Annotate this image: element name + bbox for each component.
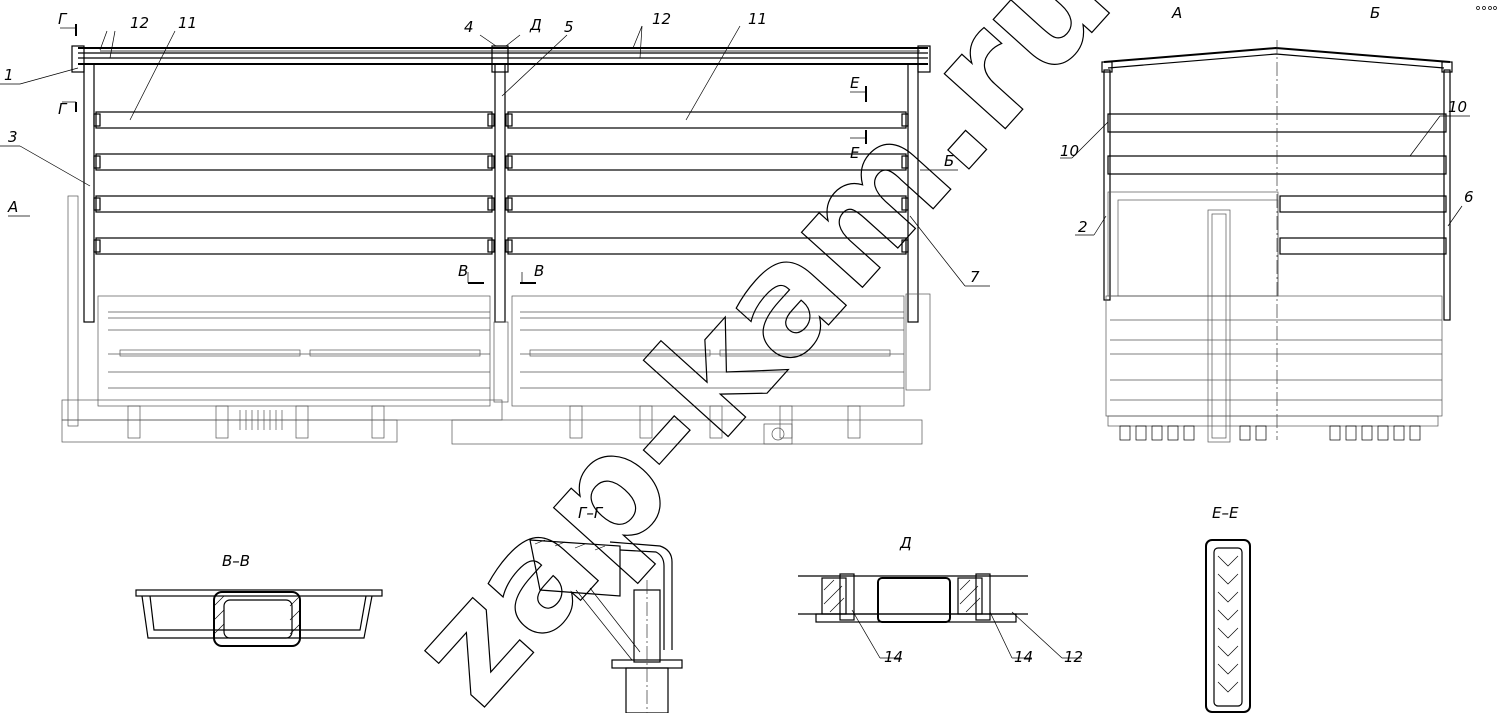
callout-11-right: 11 bbox=[748, 10, 767, 28]
mark-b-side: Б bbox=[944, 152, 954, 170]
callout-14-right: 14 bbox=[1014, 648, 1033, 666]
title-view-a: А bbox=[1171, 4, 1182, 22]
callout-11-left: 11 bbox=[178, 14, 197, 32]
mark-v-left: В bbox=[458, 262, 468, 280]
section-marks: Г Г Д Е Е Б А В В bbox=[7, 10, 954, 280]
title-view-b: Б bbox=[1370, 4, 1380, 22]
mark-a-side: А bbox=[7, 198, 18, 216]
callout-10-right: 10 bbox=[1448, 98, 1467, 116]
callout-14-left: 14 bbox=[884, 648, 903, 666]
callout-12-right: 12 bbox=[652, 10, 671, 28]
callout-3: 3 bbox=[8, 128, 18, 146]
mark-e-top: Е bbox=[850, 74, 860, 92]
section-e-e bbox=[1205, 539, 1251, 713]
callout-6: 6 bbox=[1464, 188, 1474, 206]
corner-mark bbox=[1476, 6, 1497, 10]
callout-10-left: 10 bbox=[1060, 142, 1079, 160]
callout-5: 5 bbox=[564, 18, 574, 36]
section-g-g bbox=[529, 539, 683, 713]
title-detail-d: Д bbox=[899, 534, 912, 552]
end-view bbox=[1060, 40, 1470, 443]
callout-7: 7 bbox=[970, 268, 980, 286]
mark-d: Д bbox=[529, 16, 542, 34]
side-view bbox=[0, 24, 990, 445]
mark-g-mid: Г bbox=[58, 100, 68, 118]
callout-2: 2 bbox=[1078, 218, 1088, 236]
view-titles: А Б В–В Г–Г Д Е–Е bbox=[222, 4, 1380, 570]
title-section-ee: Е–Е bbox=[1212, 504, 1239, 522]
section-v-v bbox=[135, 589, 383, 647]
mark-v-right: В bbox=[534, 262, 544, 280]
mark-e-bot: Е bbox=[850, 144, 860, 162]
callout-4: 4 bbox=[464, 18, 474, 36]
callout-12-left: 12 bbox=[130, 14, 149, 32]
callout-1: 1 bbox=[4, 66, 14, 84]
callout-12-detail: 12 bbox=[1064, 648, 1083, 666]
mark-g-top: Г bbox=[58, 10, 68, 28]
callouts: 1 3 12 11 4 5 12 11 7 10 10 2 6 14 14 12 bbox=[4, 10, 1474, 666]
watermark-text: zap-kam.ru bbox=[377, 0, 1144, 713]
watermark: zap-kam.ru bbox=[377, 0, 1145, 713]
detail-d bbox=[798, 573, 1082, 659]
title-section-vv: В–В bbox=[222, 552, 250, 570]
title-section-gg: Г–Г bbox=[578, 504, 604, 522]
